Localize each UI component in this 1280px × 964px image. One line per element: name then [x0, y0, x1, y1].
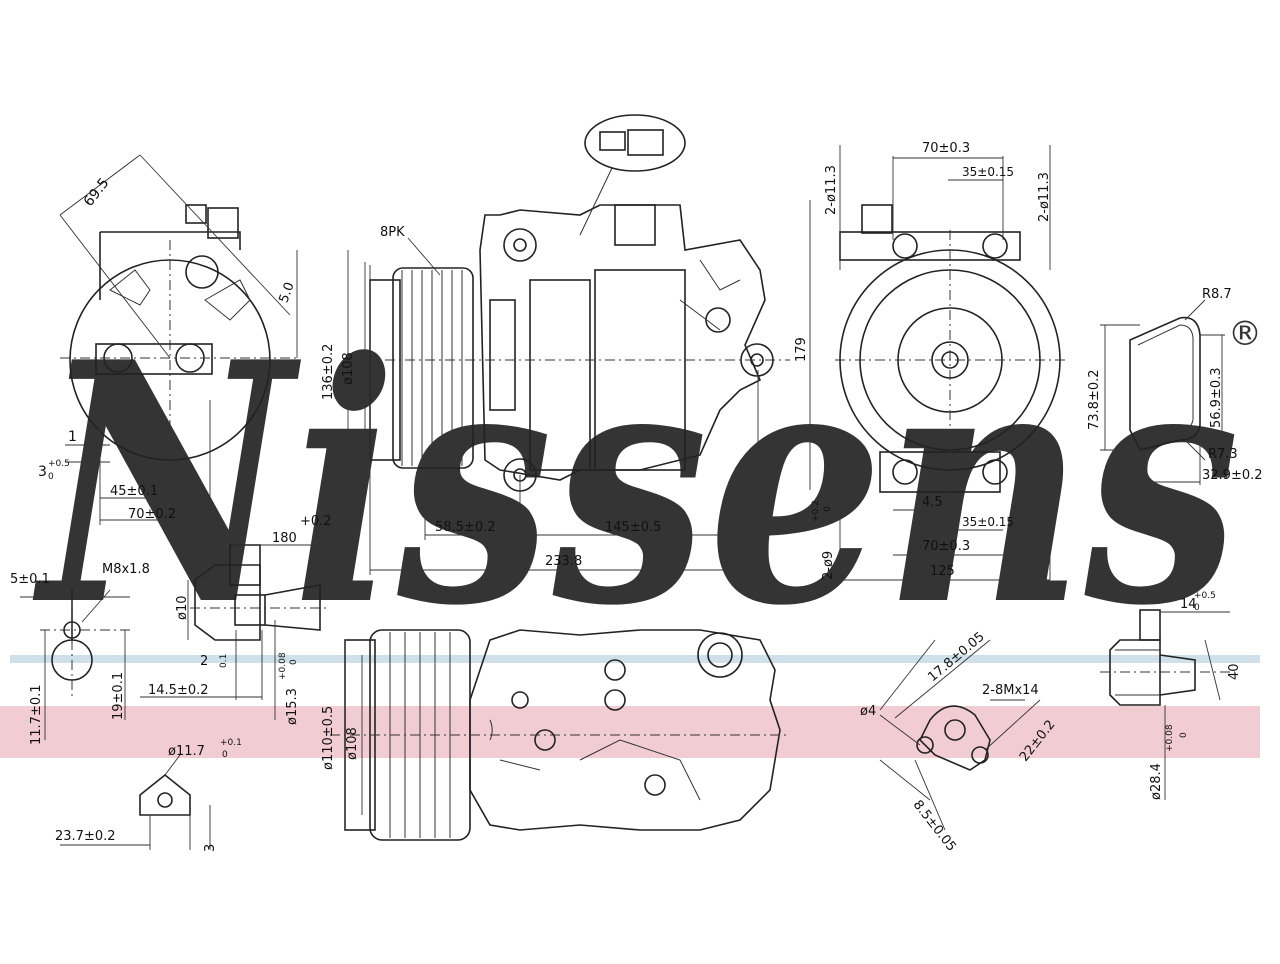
dim-14-tol: +0.5 — [1194, 591, 1216, 601]
dim-45: 45±0.1 — [110, 484, 158, 499]
watermark: Nissens ® — [0, 290, 1262, 758]
dim-8pk: 8PK — [380, 225, 405, 240]
dim-125: 125 — [930, 564, 955, 579]
dim-3-tol: +0.5 — [48, 459, 70, 469]
dim-5-01: 5±0.1 — [10, 572, 50, 587]
dim-28-4-tol: +0.08 — [1165, 724, 1175, 752]
dim-5-0: 5.0 — [277, 280, 298, 305]
dim-35-bot: 35±0.15 — [962, 515, 1014, 529]
dim-3-tol2: 0 — [48, 472, 54, 482]
main-side-view: 8PK 136±0.2 ø108 58.5±0.2 145±0.5 233.8 — [321, 114, 790, 575]
dim-73-8: 73.8±0.2 — [1087, 369, 1102, 430]
dim-3: 3 — [203, 844, 218, 852]
dim-2-9-tol2: 0 — [823, 506, 833, 512]
dim-m8: M8x1.8 — [102, 562, 150, 577]
dim-4-5: 4.5 — [922, 495, 943, 510]
dim-110: ø110±0.5 — [321, 706, 336, 770]
dim-15-3-tol2: 0 — [289, 659, 299, 665]
dim-23-7: 23.7±0.2 — [55, 829, 116, 844]
dim-2-9-tol: +0.2 — [811, 500, 821, 522]
watermark-line — [10, 655, 1260, 663]
dim-69-5: 69.5 — [81, 175, 113, 209]
dim-180-tol: +0.2 — [300, 514, 332, 529]
dim-1: 1 — [68, 429, 77, 445]
fitting-detail: 14 +0.5 0 40 ø28.4 +0.08 0 — [1100, 591, 1242, 800]
dim-2-8m: 2-8Mx14 — [982, 683, 1039, 698]
dim-r7-3: R7.3 — [1208, 447, 1238, 462]
dim-11-7b: ø11.7 — [168, 744, 205, 759]
port-bottom-detail: ø11.7 +0.1 0 23.7±0.2 3 — [55, 738, 242, 852]
registered-mark: ® — [1228, 314, 1262, 354]
watermark-band — [0, 706, 1260, 758]
dim-70-bot: 70±0.3 — [922, 539, 970, 554]
dim-11-7b-tol2: 0 — [222, 750, 228, 760]
dim-15-3: ø15.3 — [285, 688, 300, 725]
dim-2-11-3b: 2-ø11.3 — [1037, 172, 1052, 222]
dim-2-tol: 0.1 — [219, 654, 229, 668]
dim-19: 19±0.1 — [111, 672, 126, 720]
dim-10: ø10 — [175, 596, 190, 621]
watermark-text: Nissens — [31, 290, 1240, 678]
dim-15-3-tol: +0.08 — [278, 652, 288, 680]
dim-32-9: 32.9±0.2 — [1202, 468, 1263, 483]
dim-180: 180 — [272, 531, 297, 546]
dim-28-4-tol2: 0 — [1179, 732, 1189, 738]
bottom-main-view: ø110±0.5 ø108 — [321, 629, 790, 841]
dim-40: 40 — [1227, 663, 1242, 680]
dim-233-8: 233.8 — [545, 554, 582, 569]
mount-profile-view: R8.7 73.8±0.2 56.9±0.3 R7.3 32.9±0.2 — [1087, 287, 1263, 485]
dim-14-5: 14.5±0.2 — [148, 683, 209, 698]
dim-145: 145±0.5 — [605, 520, 661, 535]
dim-70-left: 70±0.2 — [128, 507, 176, 522]
dim-4: ø4 — [860, 704, 876, 719]
dim-58-5: 58.5±0.2 — [435, 520, 496, 535]
dim-70-top: 70±0.3 — [922, 141, 970, 156]
dim-108-bot: ø108 — [345, 727, 360, 760]
port-m8-detail: 5±0.1 M8x1.8 11.7±0.1 19±0.1 — [10, 562, 150, 745]
dim-179: 179 — [794, 337, 809, 362]
dim-11-7b-tol: +0.1 — [220, 738, 242, 748]
dim-136: 136±0.2 — [321, 344, 336, 400]
dim-14: 14 — [1180, 597, 1197, 612]
dim-3: 3 — [38, 464, 47, 480]
dim-2: 2 — [200, 654, 208, 669]
dim-r8-7: R8.7 — [1202, 287, 1232, 302]
dim-108-top: ø108 — [341, 352, 356, 385]
dim-28-4: ø28.4 — [1149, 763, 1164, 800]
dim-14-tol2: 0 — [1194, 603, 1200, 613]
dim-11-7: 11.7±0.1 — [29, 684, 44, 745]
port-side-detail: 180 +0.2 ø10 2 0.1 14.5±0.2 ø15.3 +0.08 … — [140, 514, 332, 725]
dim-56-9: 56.9±0.3 — [1209, 367, 1224, 428]
dim-35-top: 35±0.15 — [962, 165, 1014, 179]
dim-2-9: 2-ø9 — [821, 551, 836, 580]
rear-view: 179 2-ø11.3 2-ø11.3 70±0.3 35±0.15 4.5 3… — [794, 141, 1065, 581]
dim-2-11-3a: 2-ø11.3 — [824, 165, 839, 215]
